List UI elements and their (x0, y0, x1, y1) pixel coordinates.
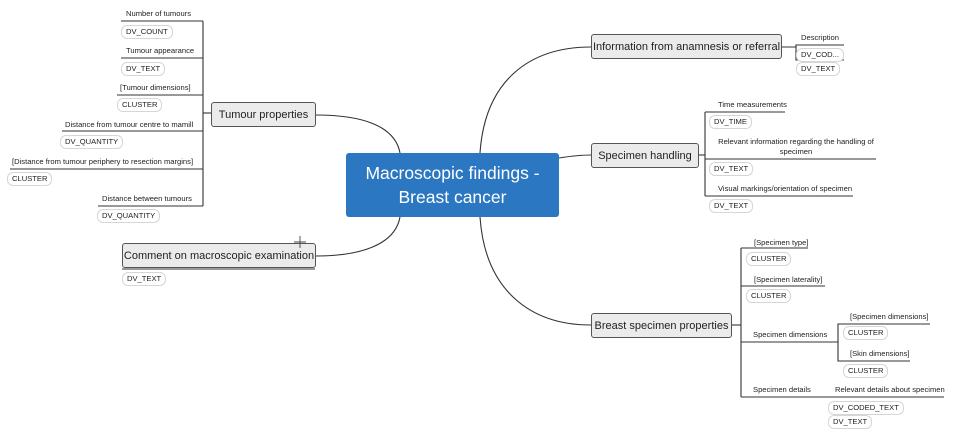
central-topic[interactable]: Macroscopic findings - Breast cancer (346, 153, 559, 217)
connector-anamnesis (479, 46, 592, 154)
node-number-of-tumours[interactable]: Number of tumours (126, 9, 191, 18)
branch-tumour-properties-label: Tumour properties (218, 108, 309, 121)
connector-comment (315, 216, 401, 257)
type-dv-text: DV_TEXT (709, 199, 754, 213)
node-tumour-dimensions[interactable]: [Tumour dimensions] (120, 83, 191, 92)
type-dv-text: DV_TEXT (121, 62, 166, 76)
node-time-measurements[interactable]: Time measurements (718, 100, 787, 109)
node-tumour-appearance[interactable]: Tumour appearance (126, 46, 195, 55)
node-distance-periphery[interactable]: [Distance from tumour periphery to resec… (12, 157, 194, 166)
node-visual-markings[interactable]: Visual markings/orientation of specimen (718, 184, 853, 193)
branch-comment-label: Comment on macroscopic examination (123, 249, 315, 262)
branch-breast-specimen[interactable]: Breast specimen properties (591, 313, 732, 338)
node-specimen-type[interactable]: [Specimen type] (754, 238, 809, 247)
branch-comment[interactable]: Comment on macroscopic examination (122, 243, 316, 268)
branch-tumour-properties[interactable]: Tumour properties (211, 102, 316, 127)
node-specimen-laterality[interactable]: [Specimen laterality] (754, 275, 823, 284)
type-cluster: CLUSTER (746, 252, 792, 266)
connector-breast (479, 216, 592, 326)
type-dv-count: DV_COUNT (121, 25, 173, 39)
node-specimen-details[interactable]: Specimen details (753, 385, 811, 394)
connector-handling (558, 154, 592, 159)
connector-tumour (315, 114, 401, 154)
node-distance-mamill[interactable]: Distance from tumour centre to mamill (65, 120, 194, 129)
type-cluster: CLUSTER (746, 289, 792, 303)
node-distance-between[interactable]: Distance between tumours (102, 194, 192, 203)
central-topic-line-2: Breast cancer (398, 187, 507, 207)
type-cluster: CLUSTER (843, 364, 889, 378)
type-dv-text: DV_TEXT (709, 162, 754, 176)
type-dv-quantity: DV_QUANTITY (60, 135, 124, 149)
type-cluster: CLUSTER (117, 98, 163, 112)
node-specimen-dimensions[interactable]: Specimen dimensions (753, 330, 828, 339)
node-relevant-details[interactable]: Relevant details about specimen (835, 385, 945, 394)
crosshair-cursor-icon (294, 236, 306, 248)
branch-anamnesis[interactable]: Information from anamnesis or referral (591, 34, 782, 59)
branch-specimen-handling-label: Specimen handling (598, 149, 692, 162)
branch-breast-specimen-label: Breast specimen properties (594, 319, 729, 332)
type-dv-time: DV_TIME (709, 115, 752, 129)
node-specimen-dimensions-cluster[interactable]: [Specimen dimensions] (850, 312, 929, 321)
type-dv-text: DV_TEXT (828, 415, 873, 429)
node-skin-dimensions[interactable]: [Skin dimensions] (850, 349, 910, 358)
node-description[interactable]: Description (801, 33, 839, 42)
type-dv-quantity: DV_QUANTITY (97, 209, 161, 223)
node-relevant-handling[interactable]: Relevant information regarding the handl… (718, 137, 874, 156)
type-dv-text: DV_TEXT (796, 62, 841, 76)
type-cluster: CLUSTER (7, 172, 53, 186)
type-dv-coded: DV_COD... (796, 48, 844, 62)
central-topic-line-1: Macroscopic findings - (365, 163, 540, 183)
branch-anamnesis-label: Information from anamnesis or referral (592, 40, 781, 53)
type-dv-text: DV_TEXT (122, 272, 167, 286)
branch-specimen-handling[interactable]: Specimen handling (591, 143, 699, 168)
type-cluster: CLUSTER (843, 326, 889, 340)
type-dv-coded-text: DV_CODED_TEXT (828, 401, 904, 415)
